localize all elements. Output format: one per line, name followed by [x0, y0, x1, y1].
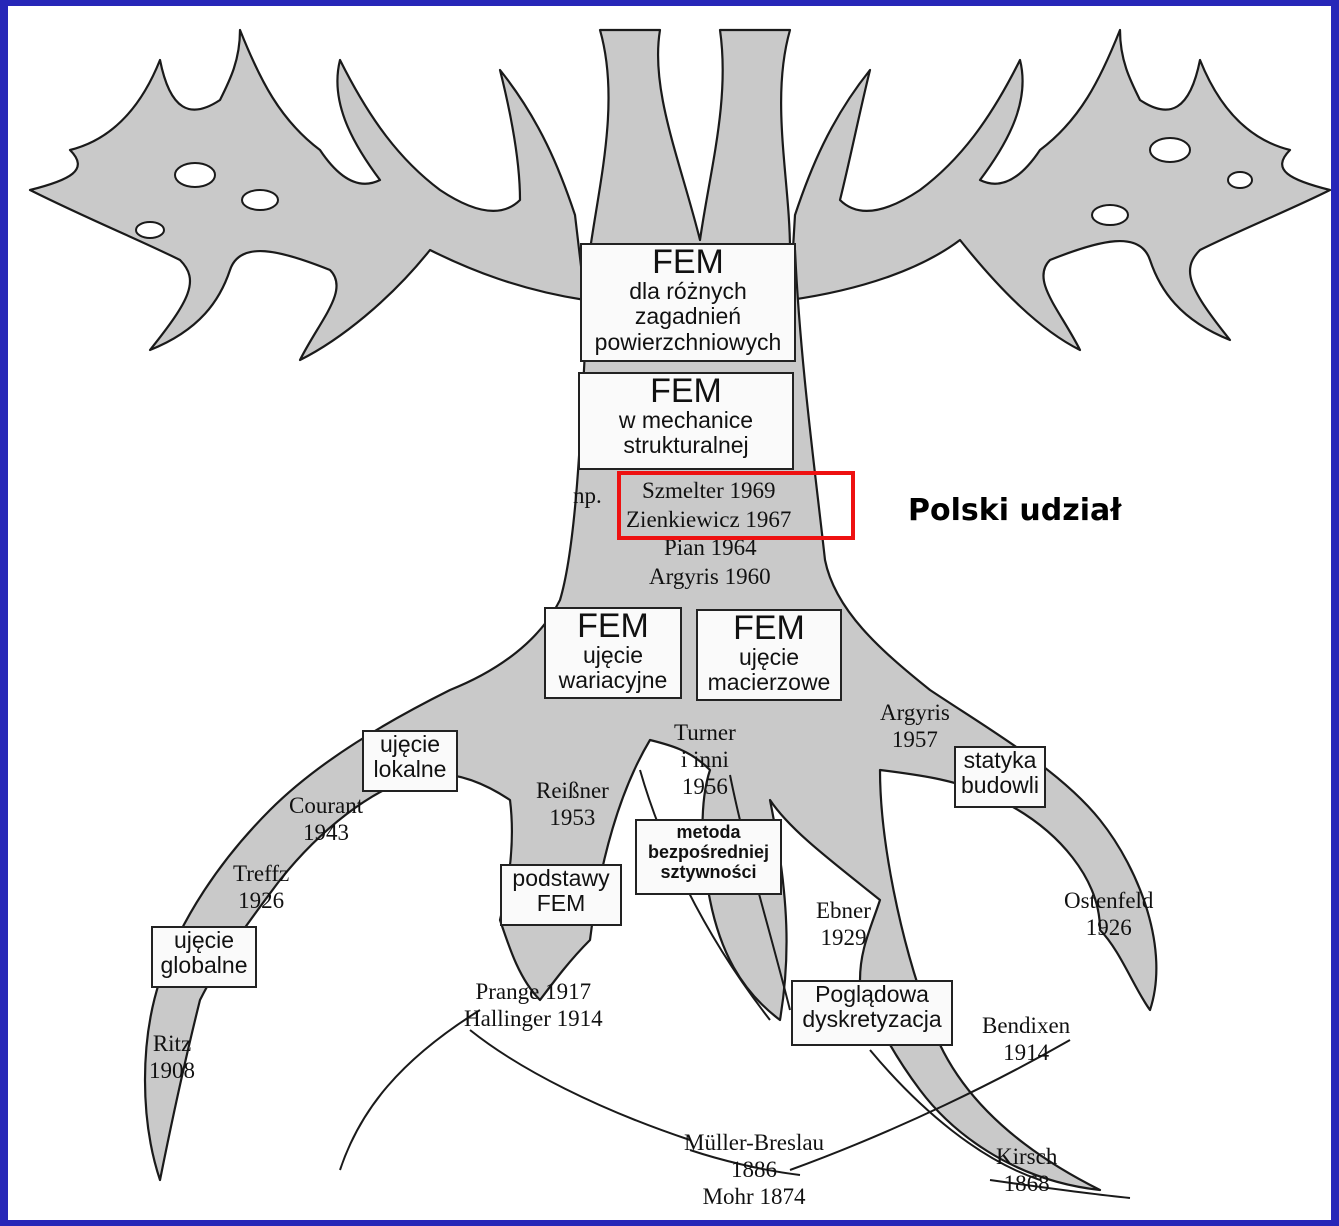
label-treffz: Treffz 1926 — [233, 860, 289, 914]
courant-year: 1943 — [289, 819, 363, 846]
fem-basics-line-1: podstawy — [502, 866, 620, 891]
fem-structural-title: FEM — [580, 374, 792, 408]
label-ebner: Ebner 1929 — [816, 897, 871, 951]
fem-matrix-title: FEM — [698, 611, 840, 645]
fem-matrix-line-1: ujęcie — [698, 645, 840, 670]
left-crown-branch — [30, 30, 585, 360]
label-courant: Courant 1943 — [289, 792, 363, 846]
center-crown-branch — [590, 30, 790, 250]
label-prange-hallinger: Prange 1917 Hallinger 1914 — [464, 978, 603, 1032]
polish-contribution-label: Polski udział — [908, 493, 1121, 528]
label-kirsch: Kirsch 1868 — [996, 1143, 1057, 1197]
discretization-line-2: dyskretyzacja — [793, 1007, 951, 1032]
global-line-2: globalne — [153, 953, 255, 978]
ebner-year: 1929 — [816, 924, 871, 951]
fem-basics-box: podstawy FEM — [500, 864, 622, 926]
treffz-year: 1926 — [233, 887, 289, 914]
turner-year: 1956 — [674, 773, 736, 800]
muller-year: 1886 — [684, 1156, 824, 1183]
fem-variational-title: FEM — [546, 609, 680, 643]
turner-name: Turner — [674, 719, 736, 746]
reissner-name: Reißner — [536, 777, 609, 804]
structural-statics-box: statyka budowli — [954, 746, 1046, 808]
prange: Prange 1917 — [464, 978, 603, 1005]
fem-surface-line-1: dla różnych — [582, 279, 794, 304]
label-argyris-1960: Argyris 1960 — [649, 563, 771, 590]
direct-stiffness-line-2: bezpośredniej — [637, 843, 780, 863]
fem-surface-line-3: powierzchniowych — [582, 330, 794, 355]
direct-stiffness-line-1: metoda — [637, 823, 780, 843]
statics-line-1: statyka — [956, 748, 1044, 773]
label-ostenfeld: Ostenfeld 1926 — [1064, 887, 1153, 941]
fem-variational-box: FEM ujęcie wariacyjne — [544, 607, 682, 699]
muller-breslau: Müller-Breslau — [684, 1129, 824, 1156]
bendixen-name: Bendixen — [982, 1012, 1070, 1039]
label-bendixen: Bendixen 1914 — [982, 1012, 1070, 1066]
courant-name: Courant — [289, 792, 363, 819]
fem-matrix-box: FEM ujęcie macierzowe — [696, 609, 842, 701]
fem-surface-title: FEM — [582, 245, 794, 279]
diagram-canvas: FEM dla różnych zagadnień powierzchniowy… — [8, 6, 1331, 1220]
fem-variational-line-1: ujęcie — [546, 643, 680, 668]
fem-variational-line-2: wariacyjne — [546, 668, 680, 693]
fem-structural-box: FEM w mechanice strukturalnej — [578, 372, 794, 470]
label-np: np. — [573, 482, 602, 509]
kirsch-name: Kirsch — [996, 1143, 1057, 1170]
ebner-name: Ebner — [816, 897, 871, 924]
local-line-1: ujęcie — [364, 732, 456, 757]
local-line-2: lokalne — [364, 757, 456, 782]
label-turner: Turner i inni 1956 — [674, 719, 736, 800]
hallinger: Hallinger 1914 — [464, 1005, 603, 1032]
turner-others: i inni — [674, 746, 736, 773]
discretization-box: Poglądowa dyskretyzacja — [791, 980, 953, 1046]
label-argyris-1957: Argyris 1957 — [880, 699, 950, 753]
label-ritz: Ritz 1908 — [149, 1030, 195, 1084]
mohr: Mohr 1874 — [684, 1183, 824, 1210]
polish-contribution-highlight — [617, 471, 855, 540]
ritz-year: 1908 — [149, 1057, 195, 1084]
ritz-name: Ritz — [149, 1030, 195, 1057]
global-line-1: ujęcie — [153, 928, 255, 953]
direct-stiffness-line-3: sztywności — [637, 863, 780, 883]
reissner-year: 1953 — [536, 804, 609, 831]
discretization-line-1: Poglądowa — [793, 982, 951, 1007]
argyris-year: 1957 — [880, 726, 950, 753]
fem-structural-line-2: strukturalnej — [580, 433, 792, 458]
fem-basics-line-2: FEM — [502, 891, 620, 916]
ostenfeld-year: 1926 — [1064, 914, 1153, 941]
label-reissner: Reißner 1953 — [536, 777, 609, 831]
statics-line-2: budowli — [956, 773, 1044, 798]
global-approach-box: ujęcie globalne — [151, 926, 257, 988]
ostenfeld-name: Ostenfeld — [1064, 887, 1153, 914]
direct-stiffness-box: metoda bezpośredniej sztywności — [635, 819, 782, 895]
fem-surface-line-2: zagadnień — [582, 304, 794, 329]
fem-matrix-line-2: macierzowe — [698, 670, 840, 695]
right-crown-branch — [790, 30, 1330, 350]
fem-surface-box: FEM dla różnych zagadnień powierzchniowy… — [580, 243, 796, 362]
argyris-name: Argyris — [880, 699, 950, 726]
kirsch-year: 1868 — [996, 1170, 1057, 1197]
local-approach-box: ujęcie lokalne — [362, 730, 458, 792]
label-muller-mohr: Müller-Breslau 1886 Mohr 1874 — [684, 1129, 824, 1210]
fem-structural-line-1: w mechanice — [580, 408, 792, 433]
treffz-name: Treffz — [233, 860, 289, 887]
bendixen-year: 1914 — [982, 1039, 1070, 1066]
